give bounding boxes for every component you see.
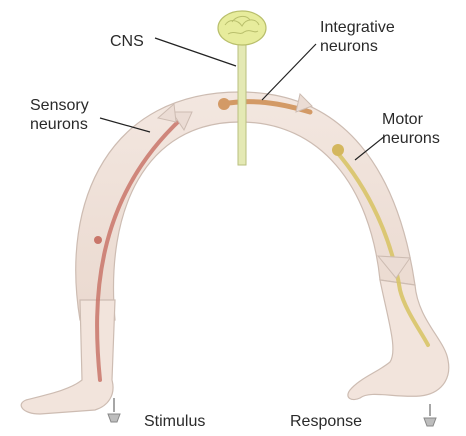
response-label-text: Response [290, 412, 362, 431]
cns-label-text: CNS [110, 32, 144, 51]
integrative-neuron-cell-body [218, 98, 230, 110]
integrative-label-line1: Integrative [320, 18, 395, 37]
brain-icon [218, 11, 266, 45]
motor-label-line1: Motor [382, 110, 440, 129]
left-leg [21, 300, 115, 414]
cns-leader-line [155, 38, 236, 66]
response-label: Response [290, 412, 362, 431]
right-foot [348, 280, 449, 400]
stimulus-label-text: Stimulus [144, 412, 205, 431]
integrative-neurons-label: Integrative neurons [320, 18, 395, 56]
response-pin-icon [424, 404, 436, 426]
spinal-cord [238, 40, 246, 165]
motor-neurons-label: Motor neurons [382, 110, 440, 148]
sensory-neuron-cell-body [94, 236, 102, 244]
sensory-label-line2: neurons [30, 115, 89, 134]
cns-label: CNS [110, 32, 144, 51]
stimulus-pin-icon [108, 398, 120, 422]
stimulus-label: Stimulus [144, 412, 205, 431]
integrative-label-line2: neurons [320, 37, 395, 56]
sensory-label-line1: Sensory [30, 96, 89, 115]
sensory-neurons-label: Sensory neurons [30, 96, 89, 134]
motor-neuron-cell-body [332, 144, 344, 156]
motor-label-line2: neurons [382, 129, 440, 148]
integrative-leader-line [262, 44, 316, 100]
